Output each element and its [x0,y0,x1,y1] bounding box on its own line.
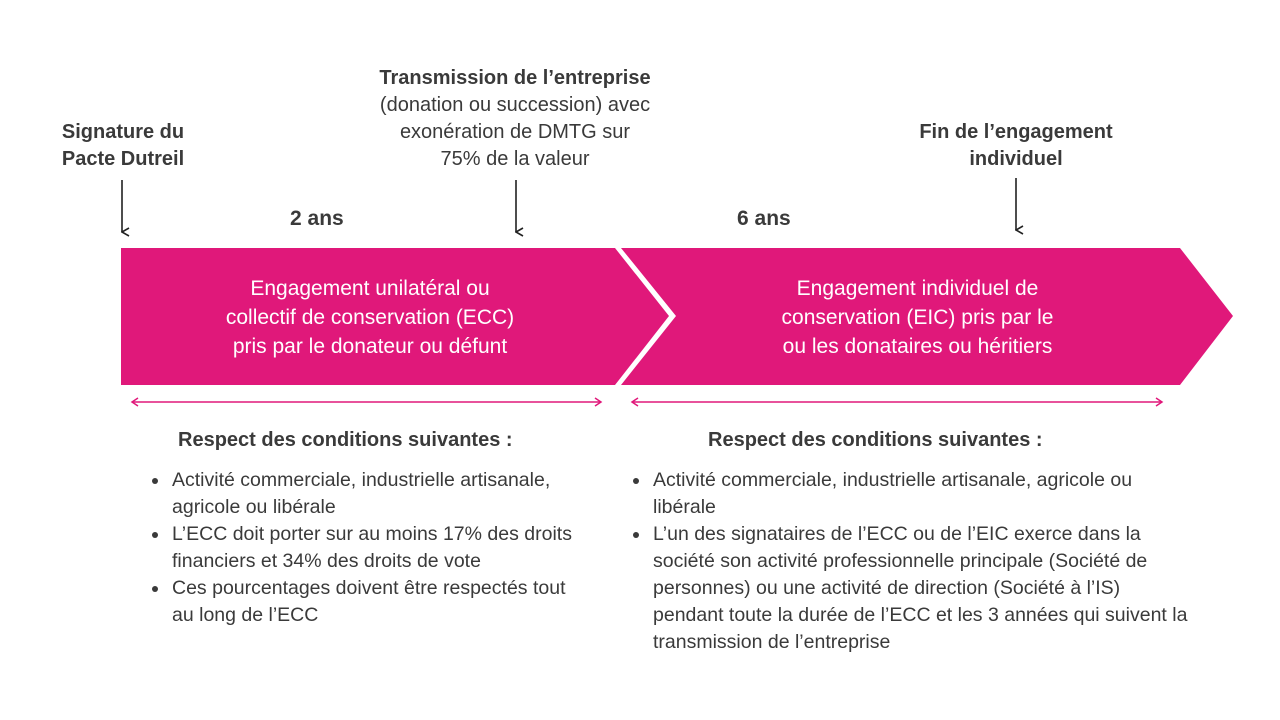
phase-2-text: Engagement individuel de conservation (E… [700,274,1135,361]
milestone-end-line-1: Fin de l’engagement [919,121,1113,143]
conditions-2-item-2: L’un des signataires de l’ECC ou de l’EI… [631,521,1191,656]
milestone-start-line-2: Pacte Dutreil [61,148,185,170]
milestone-transmission-title: Transmission de l’entreprise [379,67,651,89]
phase-1-line-2: collectif de conservation (ECC) [225,306,515,329]
duration-second: 6 ans [737,207,791,230]
conditions-1-title: Respect des conditions suivantes : [178,429,513,451]
milestone-end-line-2: individuel [969,148,1063,170]
conditions-1-list: Activité commerciale, industrielle artis… [150,467,590,629]
phase-2-line-1: Engagement individuel de [796,277,1039,300]
duration-first: 2 ans [290,207,344,230]
conditions-1-item-2: L’ECC doit porter sur au moins 17% des d… [150,521,590,575]
phase-1-arrow-shape [121,248,669,385]
milestone-transmission-label: Transmission de l’entreprise (donation o… [330,65,700,173]
milestone-transmission-line-3: 75% de la valeur [440,148,590,170]
milestone-end-label: Fin de l’engagement individuel [896,119,1136,173]
phase-2-line-3: ou les donataires ou héritiers [782,335,1053,358]
span-indicator-1 [130,397,603,407]
conditions-1-item-3: Ces pourcentages doivent être respectés … [150,575,590,629]
phase-2-arrow-shape [621,248,1233,385]
milestone-transmission-line-1: (donation ou succession) avec [379,94,651,116]
span-indicator-2 [630,397,1164,407]
phase-1-text: Engagement unilatéral ou collectif de co… [150,274,590,361]
milestone-start-label: Signature du Pacte Dutreil [30,119,216,173]
phase-2-line-2: conservation (EIC) pris par le [781,306,1054,329]
conditions-1-item-1: Activité commerciale, industrielle artis… [150,467,590,521]
conditions-2-title: Respect des conditions suivantes : [708,429,1043,451]
phase-1-line-3: pris par le donateur ou défunt [232,335,508,358]
milestone-transmission-line-2: exonération de DMTG sur [399,121,631,143]
phase-1-line-1: Engagement unilatéral ou [250,277,490,300]
milestone-start-line-1: Signature du [61,121,185,143]
conditions-2-list: Activité commerciale, industrielle artis… [631,467,1191,656]
conditions-2-item-1: Activité commerciale, industrielle artis… [631,467,1191,521]
